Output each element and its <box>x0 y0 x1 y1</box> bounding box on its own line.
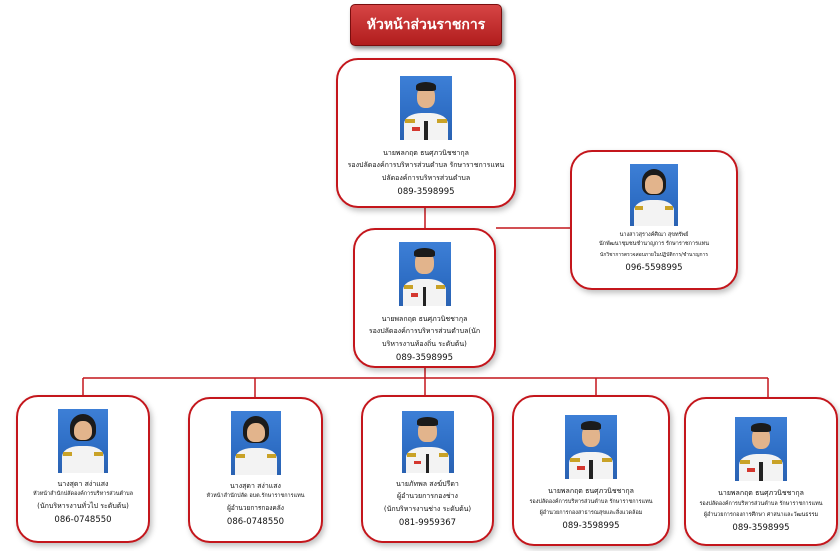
person-name: นางสาวสุรางค์ศิณา สุขทรัพย์ <box>619 232 689 238</box>
position-line: ผู้อำนวยการกองสาธารณสุขและสิ่งแวดล้อม <box>539 509 643 516</box>
person-name: นายพลกฤต ธนศุภวนิชชากุล <box>381 315 468 323</box>
position-line: (นักบริหารงานทั่วไป ระดับต้น) <box>37 501 129 510</box>
card-audit-officer: นางสาวสุรางค์ศิณา สุขทรัพย์ นักพัฒนาชุมช… <box>570 150 738 290</box>
male-official-photo-icon <box>400 76 452 140</box>
position-line: รองปลัดองค์การบริหารส่วนตำบล รักษาราชการ… <box>529 499 653 506</box>
person-name: นายพลกฤต ธนศุภวนิชชากุล <box>548 487 634 495</box>
position-line: (นักบริหารงานช่าง ระดับต้น) <box>383 504 472 513</box>
phone-number: 089-3598995 <box>732 523 790 534</box>
position-line: รองปลัดองค์การบริหารส่วนตำบล(นัก <box>368 327 481 336</box>
person-name: นายภัทพล สงฆ์ปรีดา <box>396 480 459 488</box>
male-official-photo-icon <box>398 242 451 306</box>
phone-number: 089-3598995 <box>395 353 454 364</box>
female-official-photo-icon <box>58 409 108 473</box>
male-official-photo-icon <box>735 417 787 481</box>
position-line: นักพัฒนาชุมชนชำนาญการ รักษาราชการแทน <box>599 241 709 248</box>
person-name: นายพลกฤต ธนศุภวนิชชากุล <box>718 489 804 497</box>
page-title: หัวหน้าส่วนราชการ <box>350 4 502 46</box>
position-line: นักวิชาการตรวจสอบภายในปฏิบัติการ/ชำนาญกา… <box>599 251 709 258</box>
person-name: นางสุดา สง่าแสง <box>230 482 281 490</box>
position-line: รองปลัดองค์การบริหารส่วนตำบล รักษาราชการ… <box>347 161 505 170</box>
card-public-health-division: นายพลกฤต ธนศุภวนิชชากุล รองปลัดองค์การบร… <box>512 395 670 546</box>
card-education-division: นายพลกฤต ธนศุภวนิชชากุล รองปลัดองค์การบร… <box>684 397 838 546</box>
female-official-photo-icon <box>230 411 281 475</box>
position-line: ผู้อำนวยการกองคลัง <box>227 503 284 512</box>
phone-number: 089-3598995 <box>397 187 455 198</box>
female-official-photo-icon <box>630 164 678 226</box>
card-deputy-chief: นายพลกฤต ธนศุภวนิชชากุล รองปลัดองค์การบร… <box>353 228 496 368</box>
card-finance-division: นางสุดา สง่าแสง หัวหน้าสำนักปลัด อบต.รัก… <box>188 397 323 543</box>
phone-number: 096-5598995 <box>625 262 683 273</box>
phone-number: 086-0748550 <box>226 516 285 527</box>
position-line: ผู้อำนวยการกองการศึกษา ศาสนาและวัฒนธรรม <box>703 511 819 518</box>
phone-number: 086-0748550 <box>54 515 112 526</box>
position-line: หัวหน้าสำนักปลัดองค์การบริหารส่วนตำบล <box>32 491 134 498</box>
male-official-photo-icon <box>565 415 617 479</box>
card-chief-administrator: นายพลกฤต ธนศุภวนิชชากุล รองปลัดองค์การบร… <box>336 58 516 208</box>
position-line: บริหารงานท้องถิ่น ระดับต้น) <box>382 339 467 348</box>
position-line: ปลัดองค์การบริหารส่วนตำบล <box>381 173 471 182</box>
card-engineering-division: นายภัทพล สงฆ์ปรีดา ผู้อำนวยการกองช่าง (น… <box>361 395 494 543</box>
position-line: ผู้อำนวยการกองช่าง <box>397 492 458 501</box>
male-official-photo-icon <box>401 411 454 473</box>
position-line: หัวหน้าสำนักปลัด อบต.รักษาราชการแทน <box>206 493 305 500</box>
person-name: นางสุดา สง่าแสง <box>57 480 109 488</box>
position-line: รองปลัดองค์การบริหารส่วนตำบล รักษาราชการ… <box>699 501 823 508</box>
person-name: นายพลกฤต ธนศุภวนิชชากุล <box>383 149 469 157</box>
phone-number: 081-9959367 <box>398 518 457 529</box>
card-office-head: นางสุดา สง่าแสง หัวหน้าสำนักปลัดองค์การบ… <box>16 395 150 543</box>
phone-number: 089-3598995 <box>562 521 620 532</box>
